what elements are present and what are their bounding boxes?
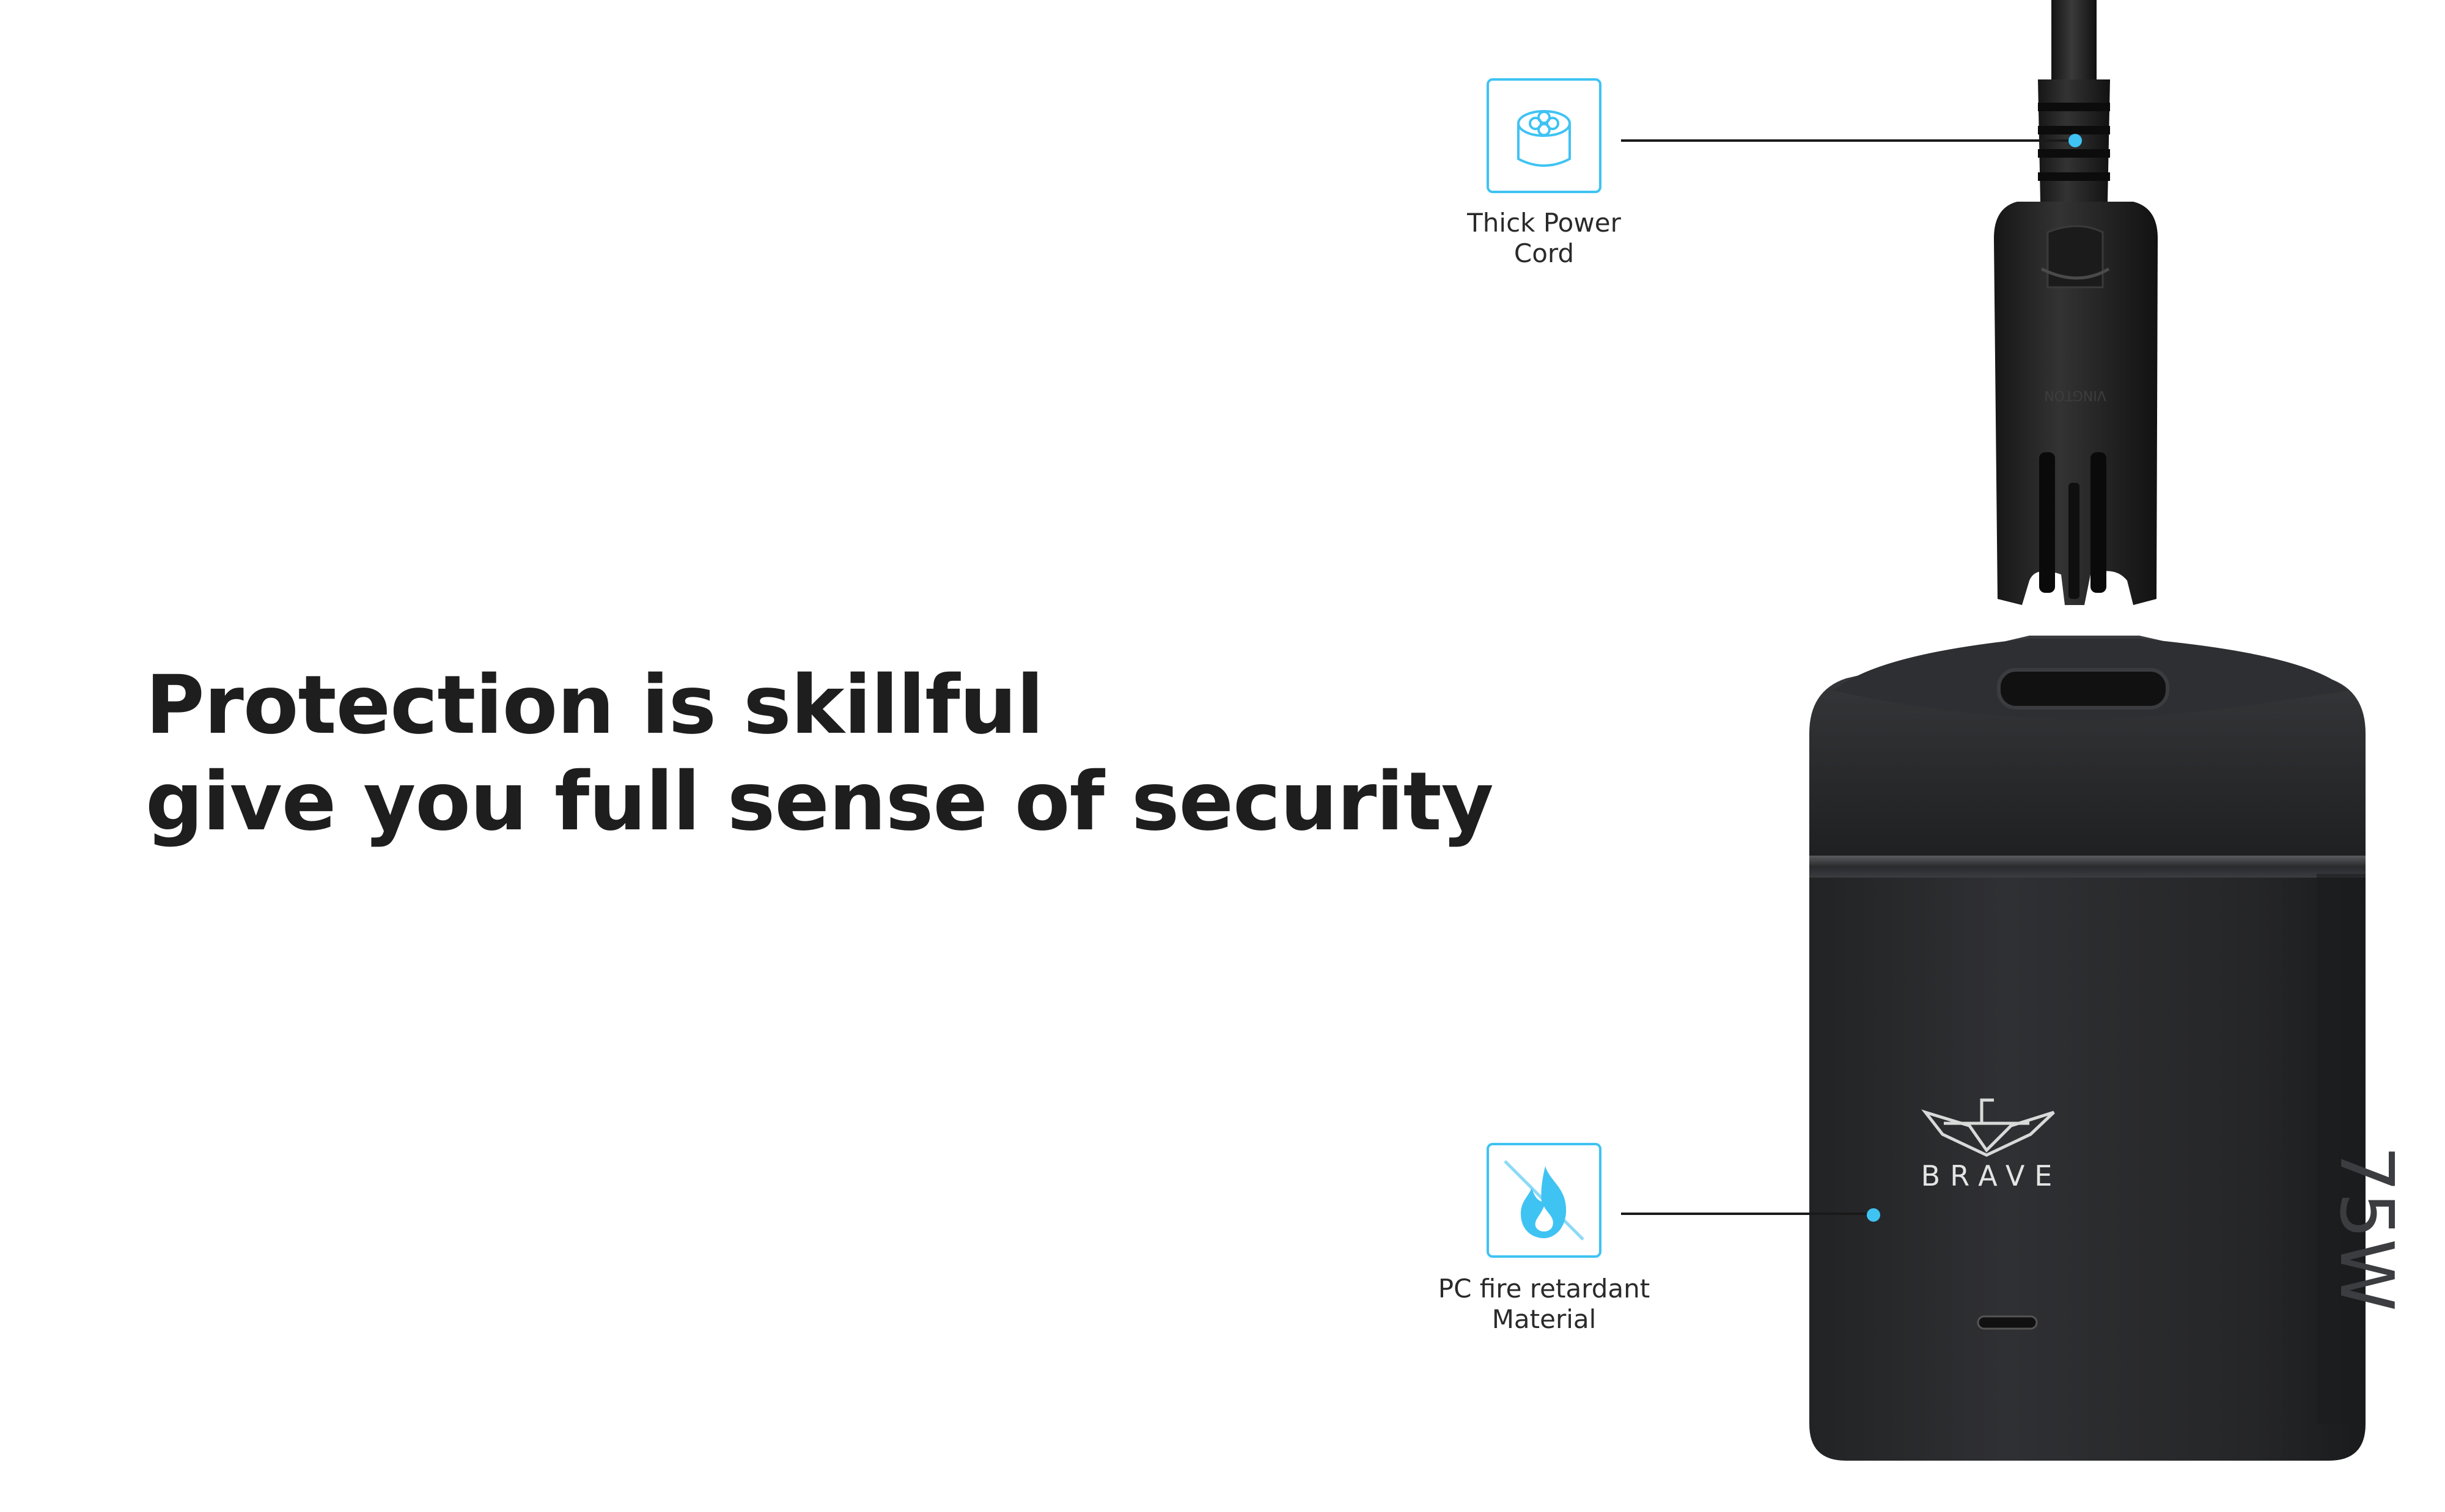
headline: Protection is skillful give you full sen… [145, 657, 1494, 850]
fire-retardant-icon [1504, 1160, 1584, 1241]
feature-fire-label-line-2: Material [1491, 1304, 1597, 1334]
callout-cord [1621, 134, 2082, 147]
feature-fire-label: PC fire retardant Material [1416, 1274, 1672, 1335]
headline-line-2: give you full sense of security [145, 755, 1494, 849]
power-cord: VINGTON [1994, 0, 2158, 605]
thick-cord-icon [1517, 110, 1571, 167]
brand-name: BRAVE [1921, 1159, 2062, 1192]
feature-cord-box [1487, 78, 1601, 193]
feature-cord-label: Thick Power Cord [1416, 208, 1672, 269]
headline-line-1: Protection is skillful [145, 658, 1044, 752]
callout-fire [1621, 1208, 1880, 1222]
charger-body: 75W [1809, 636, 2408, 1461]
feature-cord-label-line-2: Cord [1513, 238, 1575, 268]
brave-logo [1921, 1098, 2055, 1157]
svg-text:VINGTON: VINGTON [2044, 387, 2106, 403]
feature-cord-label-line-1: Thick Power [1467, 208, 1621, 238]
wattage-engraving: 75W [2323, 1145, 2408, 1311]
feature-fire-box [1487, 1143, 1601, 1258]
feature-fire-label-line-1: PC fire retardant [1438, 1274, 1650, 1304]
